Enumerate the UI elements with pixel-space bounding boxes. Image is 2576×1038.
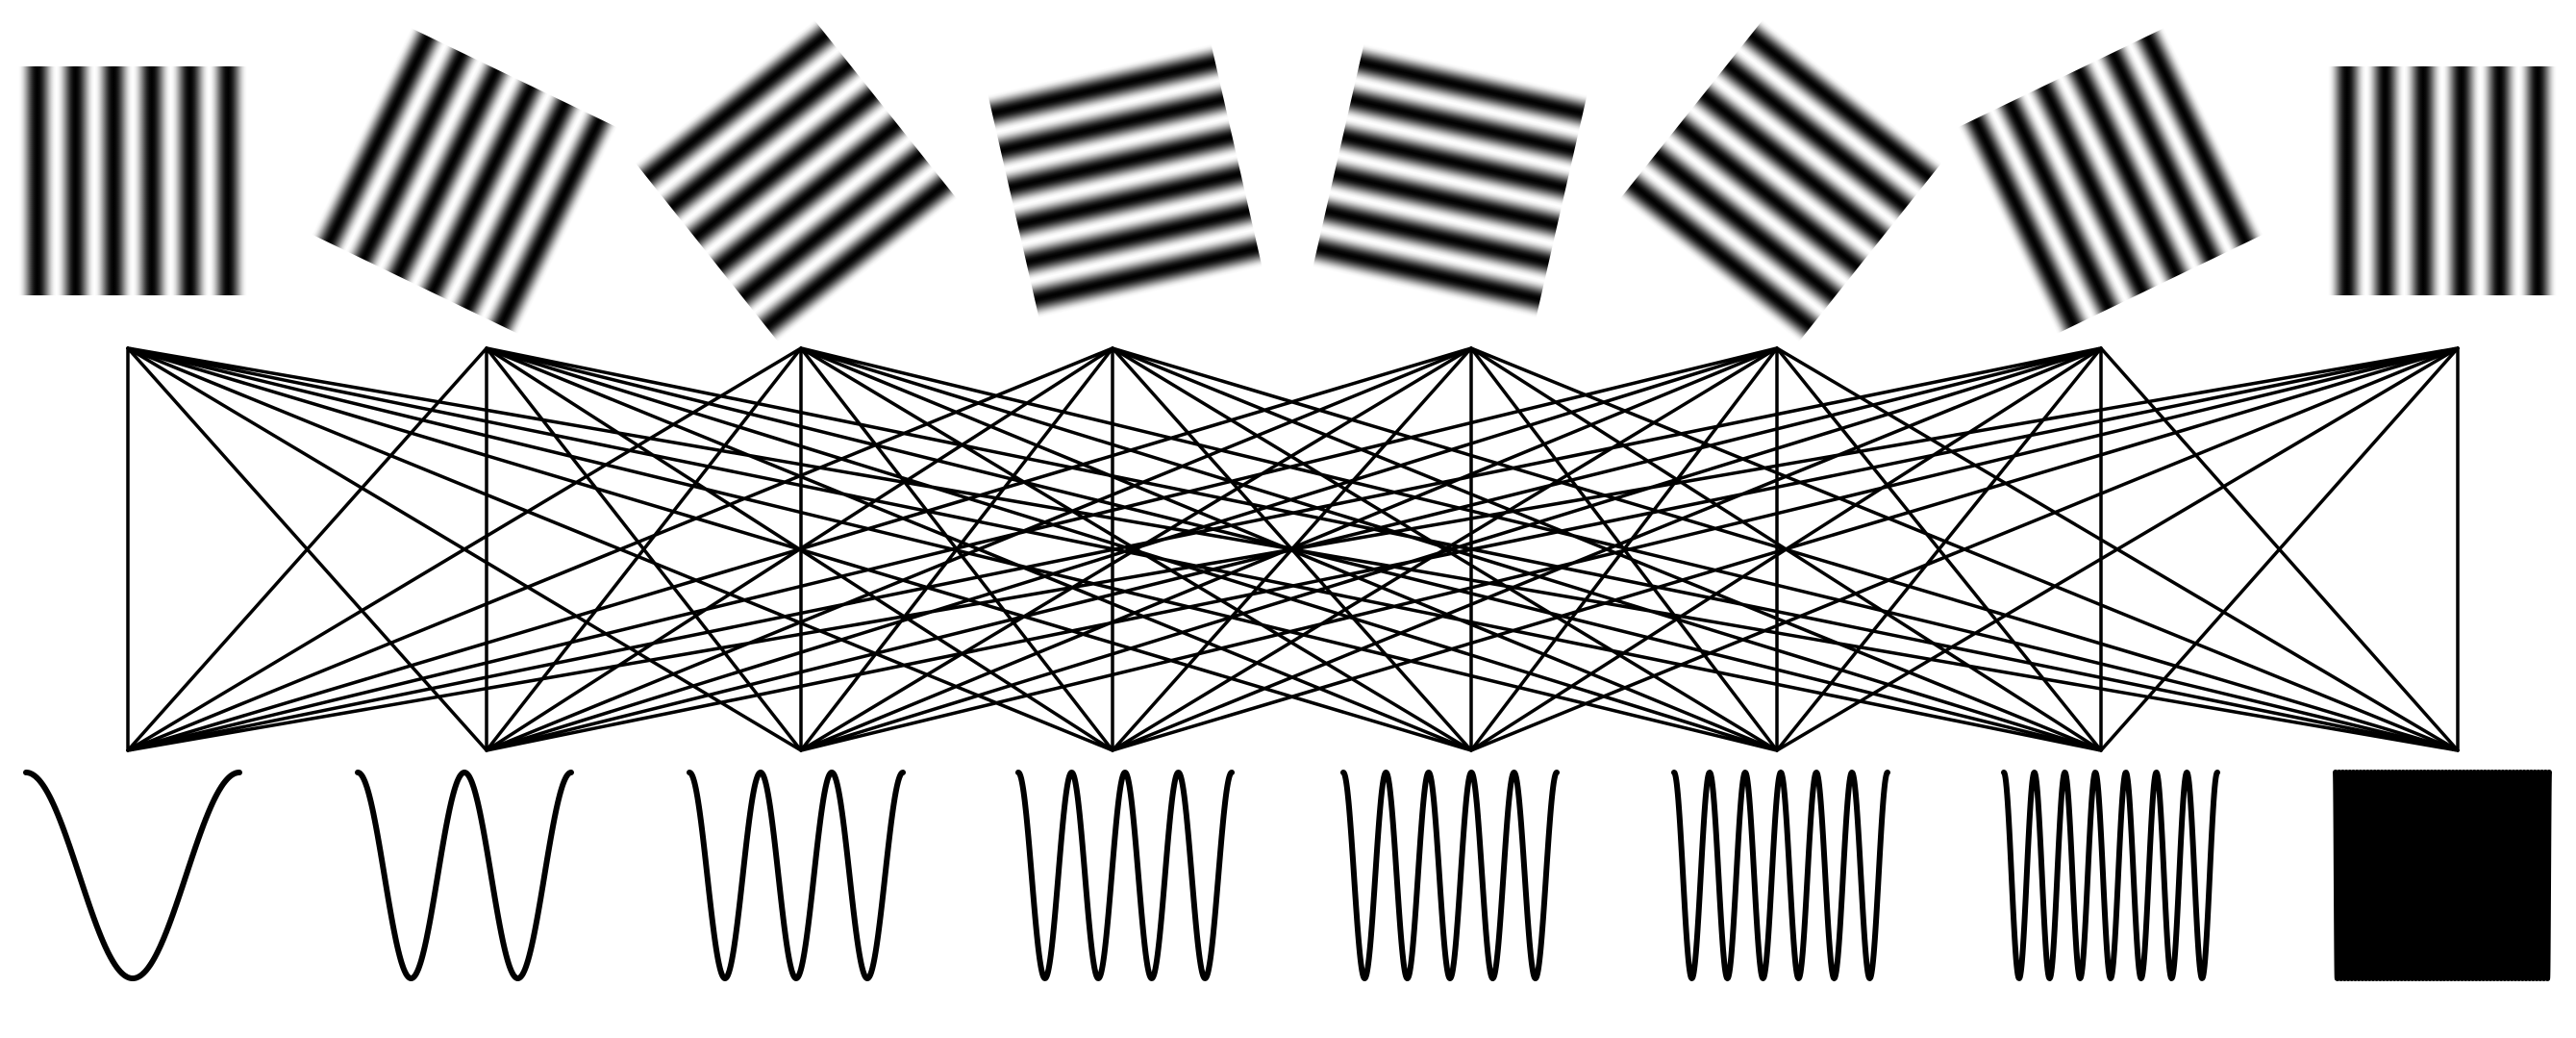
connection-line [485,346,1473,752]
grating-3 [635,19,958,342]
connection-line [799,346,2103,752]
connection-line [126,346,1779,752]
connection-network [126,346,2460,752]
sine-wave-2 [355,770,574,981]
sine-wave-8 [2333,770,2552,981]
grating-1 [18,66,247,295]
sine-wave-4 [1015,770,1235,981]
connection-line [126,346,2460,752]
grating-row [18,19,2557,342]
connection-line [126,346,1473,752]
connection-line [1775,346,2103,752]
connection-line [2099,346,2460,752]
grating-6 [1619,19,1942,342]
grating-2 [312,28,617,334]
sine-wave-1 [23,770,242,981]
connection-line [126,346,803,752]
connection-line [485,346,803,752]
connection-line [126,346,1114,752]
connection-line [485,346,2460,752]
connection-line [126,346,2103,752]
connection-line [126,346,488,752]
connection-line [1111,346,2103,752]
connection-line [1775,346,2460,752]
connection-line [485,346,1779,752]
connection-line [1469,346,2460,752]
connection-line [1111,346,1779,752]
sine-wave-6 [1671,770,1890,981]
waveform-row [23,770,2552,981]
grating-8 [2328,66,2557,295]
sine-wave-3 [687,770,906,981]
connection-line [799,346,2460,752]
connection-line [1111,346,2460,752]
sine-wave-7 [2001,770,2220,981]
sine-wave-5 [1340,770,1560,981]
grating-5 [1313,43,1588,318]
grating-4 [988,43,1263,318]
grating-7 [1958,28,2263,334]
